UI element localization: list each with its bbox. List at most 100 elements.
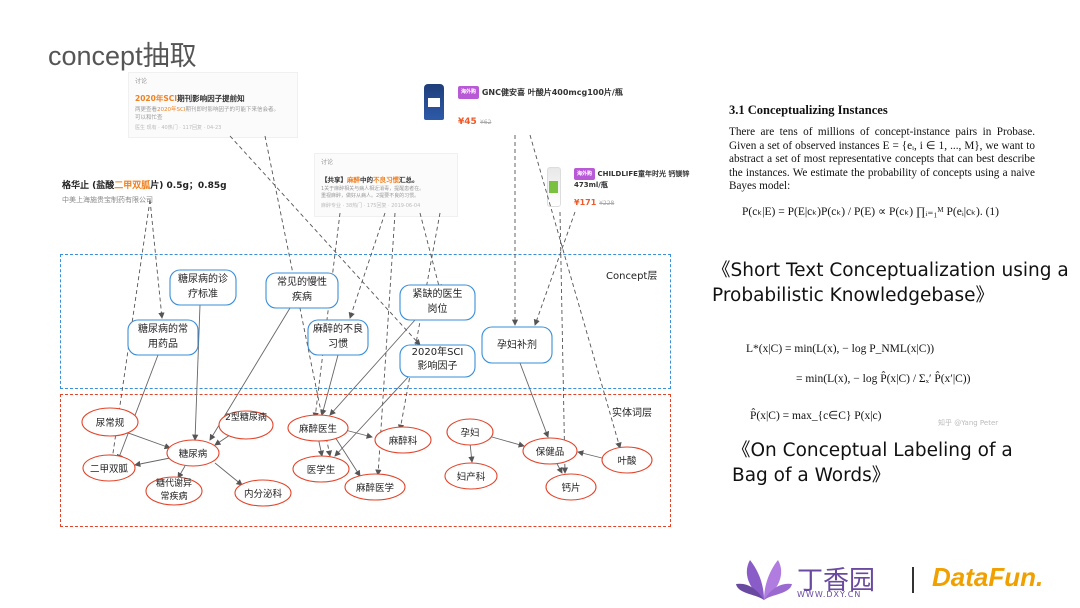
entity-node-guide [81,407,139,437]
link-sci-article-to-sci [229,135,421,346]
article-card-anesthesia: 讨论 【共享】麻醉中的不良习惯汇总。 1关于麻醉相关与病人相近消毒，提醒患者在。… [314,153,458,217]
link-calcium-to-calcium [559,211,569,474]
slide-title: concept抽取 [48,41,197,71]
edge-folic-health [577,450,603,459]
entity-layer-label: 实体词层 [612,408,652,419]
link-drug-to-drugs [149,199,165,319]
entity-label-calcium: 钙片 [561,483,581,494]
link-anes-article-to-short [419,212,442,291]
entity-node-medstu [292,455,350,483]
card-body: 1关于麻醉相关与病人相近消毒，提醒患者在。重视麻醉，做好从病人。2提要不良的习惯… [321,186,425,199]
card-label: 讨论 [135,78,148,85]
card-label: 讨论 [321,159,334,166]
edge-dm-metab [177,465,186,479]
paper-equation-2a: L*(x|C) = min(L(x), − log P_NML(x|C)) [746,343,935,355]
drug-company: 中美上海施贵宝制药有限公司 [62,196,153,204]
edge-doc-dept [344,429,373,439]
concept-label-diag: 糖尿病的诊疗标准 [178,274,228,300]
dxy-brand-url: WWW.DXY.CN [797,590,862,599]
entity-label-anes-dept: 麻醉科 [388,436,418,447]
entity-label-dm: 糖尿病 [178,449,208,460]
reference-title-1: 《Short Text Conceptualization using a Pr… [712,260,1069,306]
paper-equation-2c: P̂(x|C) = max_{c∈C} P(x|c) [750,410,882,422]
link-anes-article-to-bad [348,212,386,319]
edge-bad-doc [320,354,339,416]
reference-title-2: 《On Conceptual Labeling of a Bag of a Wo… [732,440,1013,486]
entity-node-anes-doc [287,414,349,442]
edge-dm-endo [214,462,243,486]
concept-node-diag [169,269,237,306]
brand-separator [912,567,914,593]
datafun-logo: DataFun. [932,562,1044,592]
entity-node-pregnant [446,418,494,446]
paper-equation-1: P(cₖ|E) = P(E|cₖ)P(cₖ) / P(E) ∝ P(cₖ) ∏ᵢ… [742,206,999,218]
dxy-brand-name: 丁香园 [797,566,876,596]
article-card-sci: 讨论 2020年SCI期刊影响因子提前知 两更查看2020年SCI期刊即时影响因… [128,72,298,138]
paper-paragraph: There are tens of millions of concept-in… [729,126,1035,193]
edge-pregnant-obgyn [468,442,475,463]
link-folic-to-folic [529,134,622,449]
entity-label-met: 二甲双胍 [89,464,128,475]
dxy-flower-logo-icon [736,560,792,600]
entity-label-obgyn: 妇产科 [456,472,486,483]
link-anes-article-to-med [375,212,396,476]
concept-layer-label: Concept层 [606,271,658,282]
card-meta: 医生 现有 · 40热门 · 117回复 · 04-23 [135,125,222,131]
entity-node-folic [601,446,653,474]
edge-dm-met [134,457,171,468]
link-calcium-to-preg [533,211,576,326]
entity-label-folic: 叶酸 [617,456,637,467]
entity-node-metab [145,476,203,506]
edge-short-doc [329,319,416,416]
edge-preg-health [519,362,550,438]
concept-label-chronic: 常见的慢性疾病 [277,277,327,303]
entity-label-endo: 内分泌科 [243,489,282,500]
card-meta: 麻醉专业 · 38热门 · 175回复 · 2019-06-04 [321,203,421,209]
drug-entry: 格华止 (盐酸二甲双胍片) 0.5g；0.85g 中美上海施贵宝制药有限公司 [62,178,262,205]
entity-node-anes-dept [374,426,432,454]
edge-t2-dm [214,434,231,446]
concept-node-bad [307,319,369,356]
entity-node-obgyn [444,462,498,490]
concept-node-short [399,284,476,321]
entity-layer-box [60,394,671,527]
link-anes-article-to-dept [397,212,441,431]
entity-node-endo [234,479,292,507]
concept-label-preg: 孕妇补剂 [497,340,537,351]
entity-node-anes-med [344,473,406,501]
concept-node-chronic [265,272,339,309]
product-folic: 海外购 GNC健安喜 叶酸片400mcg100片/瓶 ¥45 ¥62 [418,80,628,132]
entity-label-health: 保健品 [535,447,565,458]
edge-doc-med [334,436,361,477]
concept-node-sci [399,344,476,378]
entity-label-guide: 尿常规 [95,418,125,429]
concept-label-sci: 2020年SCI影响因子 [411,347,464,372]
drug-title: 格华止 (盐酸二甲双胍片) 0.5g；0.85g [62,181,227,191]
concept-graph [81,134,653,507]
bottle-label [549,181,558,193]
entity-node-dm [166,439,220,467]
concept-label-bad: 麻醉的不良习惯 [313,324,363,350]
product-name: 海外购 GNC健安喜 叶酸片400mcg100片/瓶 [458,86,628,99]
edge-pregnant-health [491,436,525,448]
concept-layer-box [60,254,671,389]
concept-label-short: 紧缺的医生岗位 [412,289,463,315]
paper-section-heading: 3.1 Conceptualizing Instances [729,103,888,117]
product-price: ¥171 ¥228 [574,198,615,207]
concept-node-preg [481,326,553,364]
card-body: 两更查看2020年SCI期刊即时影响因子的可能下来信会者。可以和忙查 [135,107,279,121]
edge-diag-dm [192,304,201,441]
paper-equation-2b: = min(L(x), − log P̂(x|C) / Σₓ′ P̂(x′|C)… [796,373,971,385]
concept-node-drugs [127,319,199,356]
entity-label-anes-doc: 麻醉医生 [298,424,337,435]
entity-label-anes-med: 麻醉医学 [355,483,394,494]
card-title: 2020年SCI期刊影响因子提前知 [135,94,245,103]
entity-label-pregnant: 孕妇 [460,428,480,439]
concept-label-drugs: 糖尿病的常用药品 [138,324,188,350]
bottle-label [428,98,440,107]
product-name: 海外购 CHILDLIFE童年时光 钙镁锌473ml/瓶 [574,168,690,189]
entity-label-t2: 2型糖尿病 [225,413,267,423]
product-price: ¥45 ¥62 [458,117,492,127]
link-anes-article-to-doc [312,212,341,419]
entity-node-t2 [218,410,274,440]
